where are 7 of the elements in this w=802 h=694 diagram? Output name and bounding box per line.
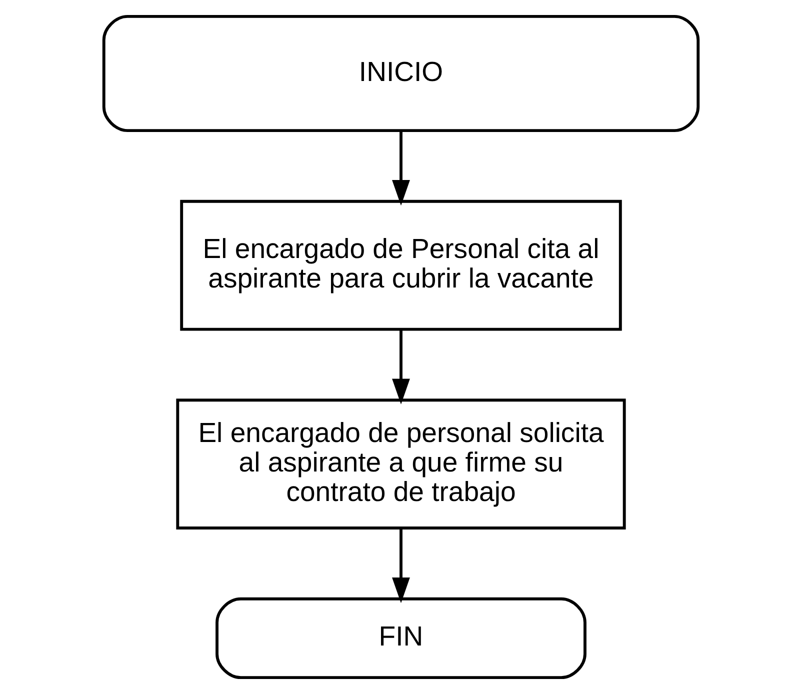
arrow	[392, 130, 410, 206]
arrow	[392, 528, 410, 604]
node-box: El encargado de Personal cita al aspirante para cubrir la vacante	[180, 200, 622, 331]
node-box: INICIO	[102, 14, 700, 132]
node-box: El encargado de personal solicita al aspirante a que firme su contrato de trabajo	[176, 398, 626, 530]
arrow	[392, 329, 410, 404]
node-box: FIN	[216, 597, 586, 680]
